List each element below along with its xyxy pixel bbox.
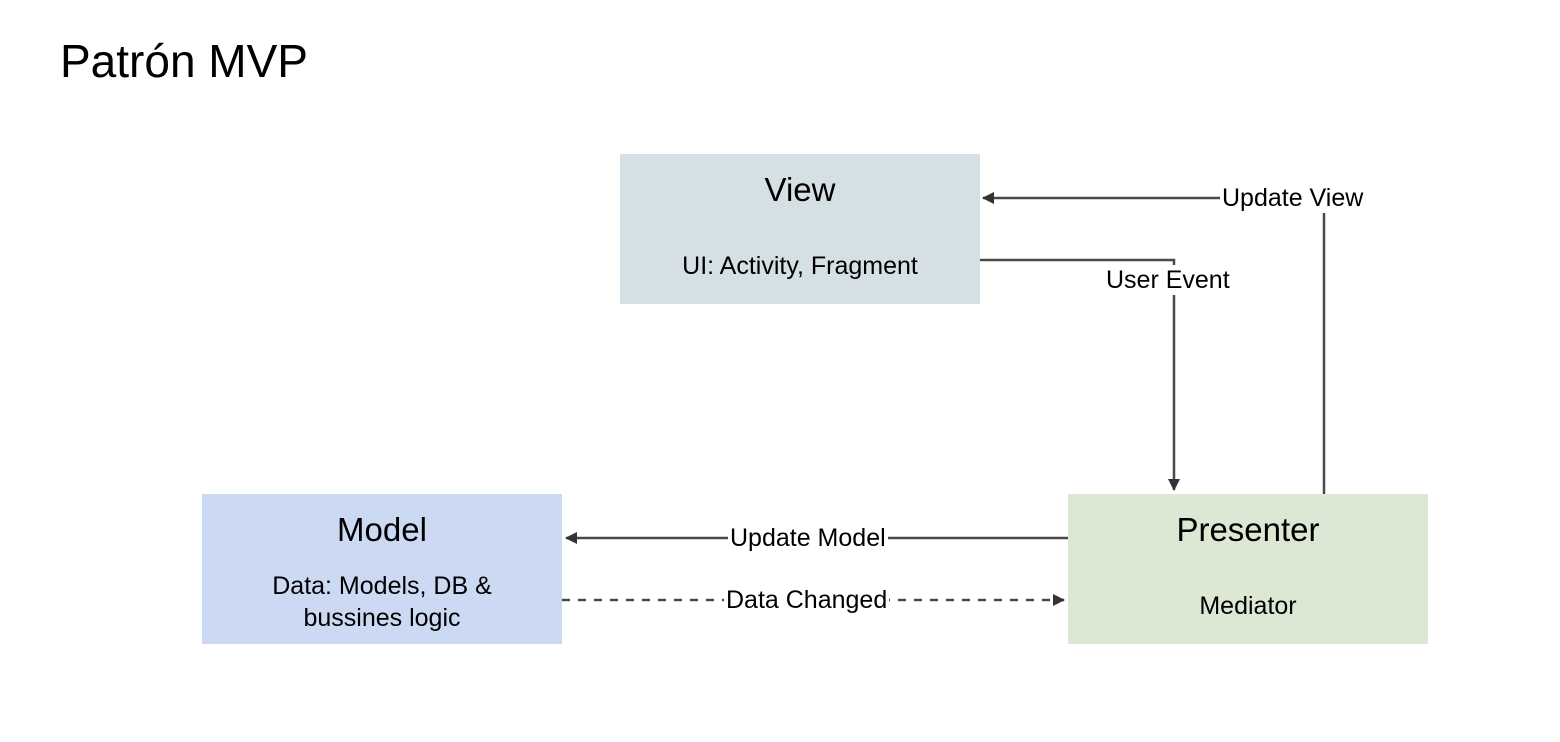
- view-node-subtitle: UI: Activity, Fragment: [682, 252, 918, 280]
- data-changed-label: Data Changed: [724, 585, 890, 615]
- model-node: Model Data: Models, DB & bussines logic: [202, 494, 562, 644]
- model-node-title: Model: [337, 511, 427, 548]
- view-node: View UI: Activity, Fragment: [620, 154, 980, 304]
- page-title: Patrón MVP: [60, 35, 308, 87]
- update-model-label: Update Model: [728, 523, 888, 553]
- update-view-arrow: [982, 192, 1326, 494]
- update-view-label: Update View: [1220, 183, 1366, 213]
- view-node-title: View: [764, 171, 836, 208]
- presenter-node-subtitle: Mediator: [1199, 592, 1297, 620]
- presenter-node: Presenter Mediator: [1068, 494, 1428, 644]
- model-node-subtitle: Data: Models, DB & bussines logic: [272, 572, 492, 632]
- user-event-arrow: [980, 258, 1180, 491]
- user-event-label: User Event: [1104, 265, 1232, 295]
- presenter-node-title: Presenter: [1176, 511, 1320, 548]
